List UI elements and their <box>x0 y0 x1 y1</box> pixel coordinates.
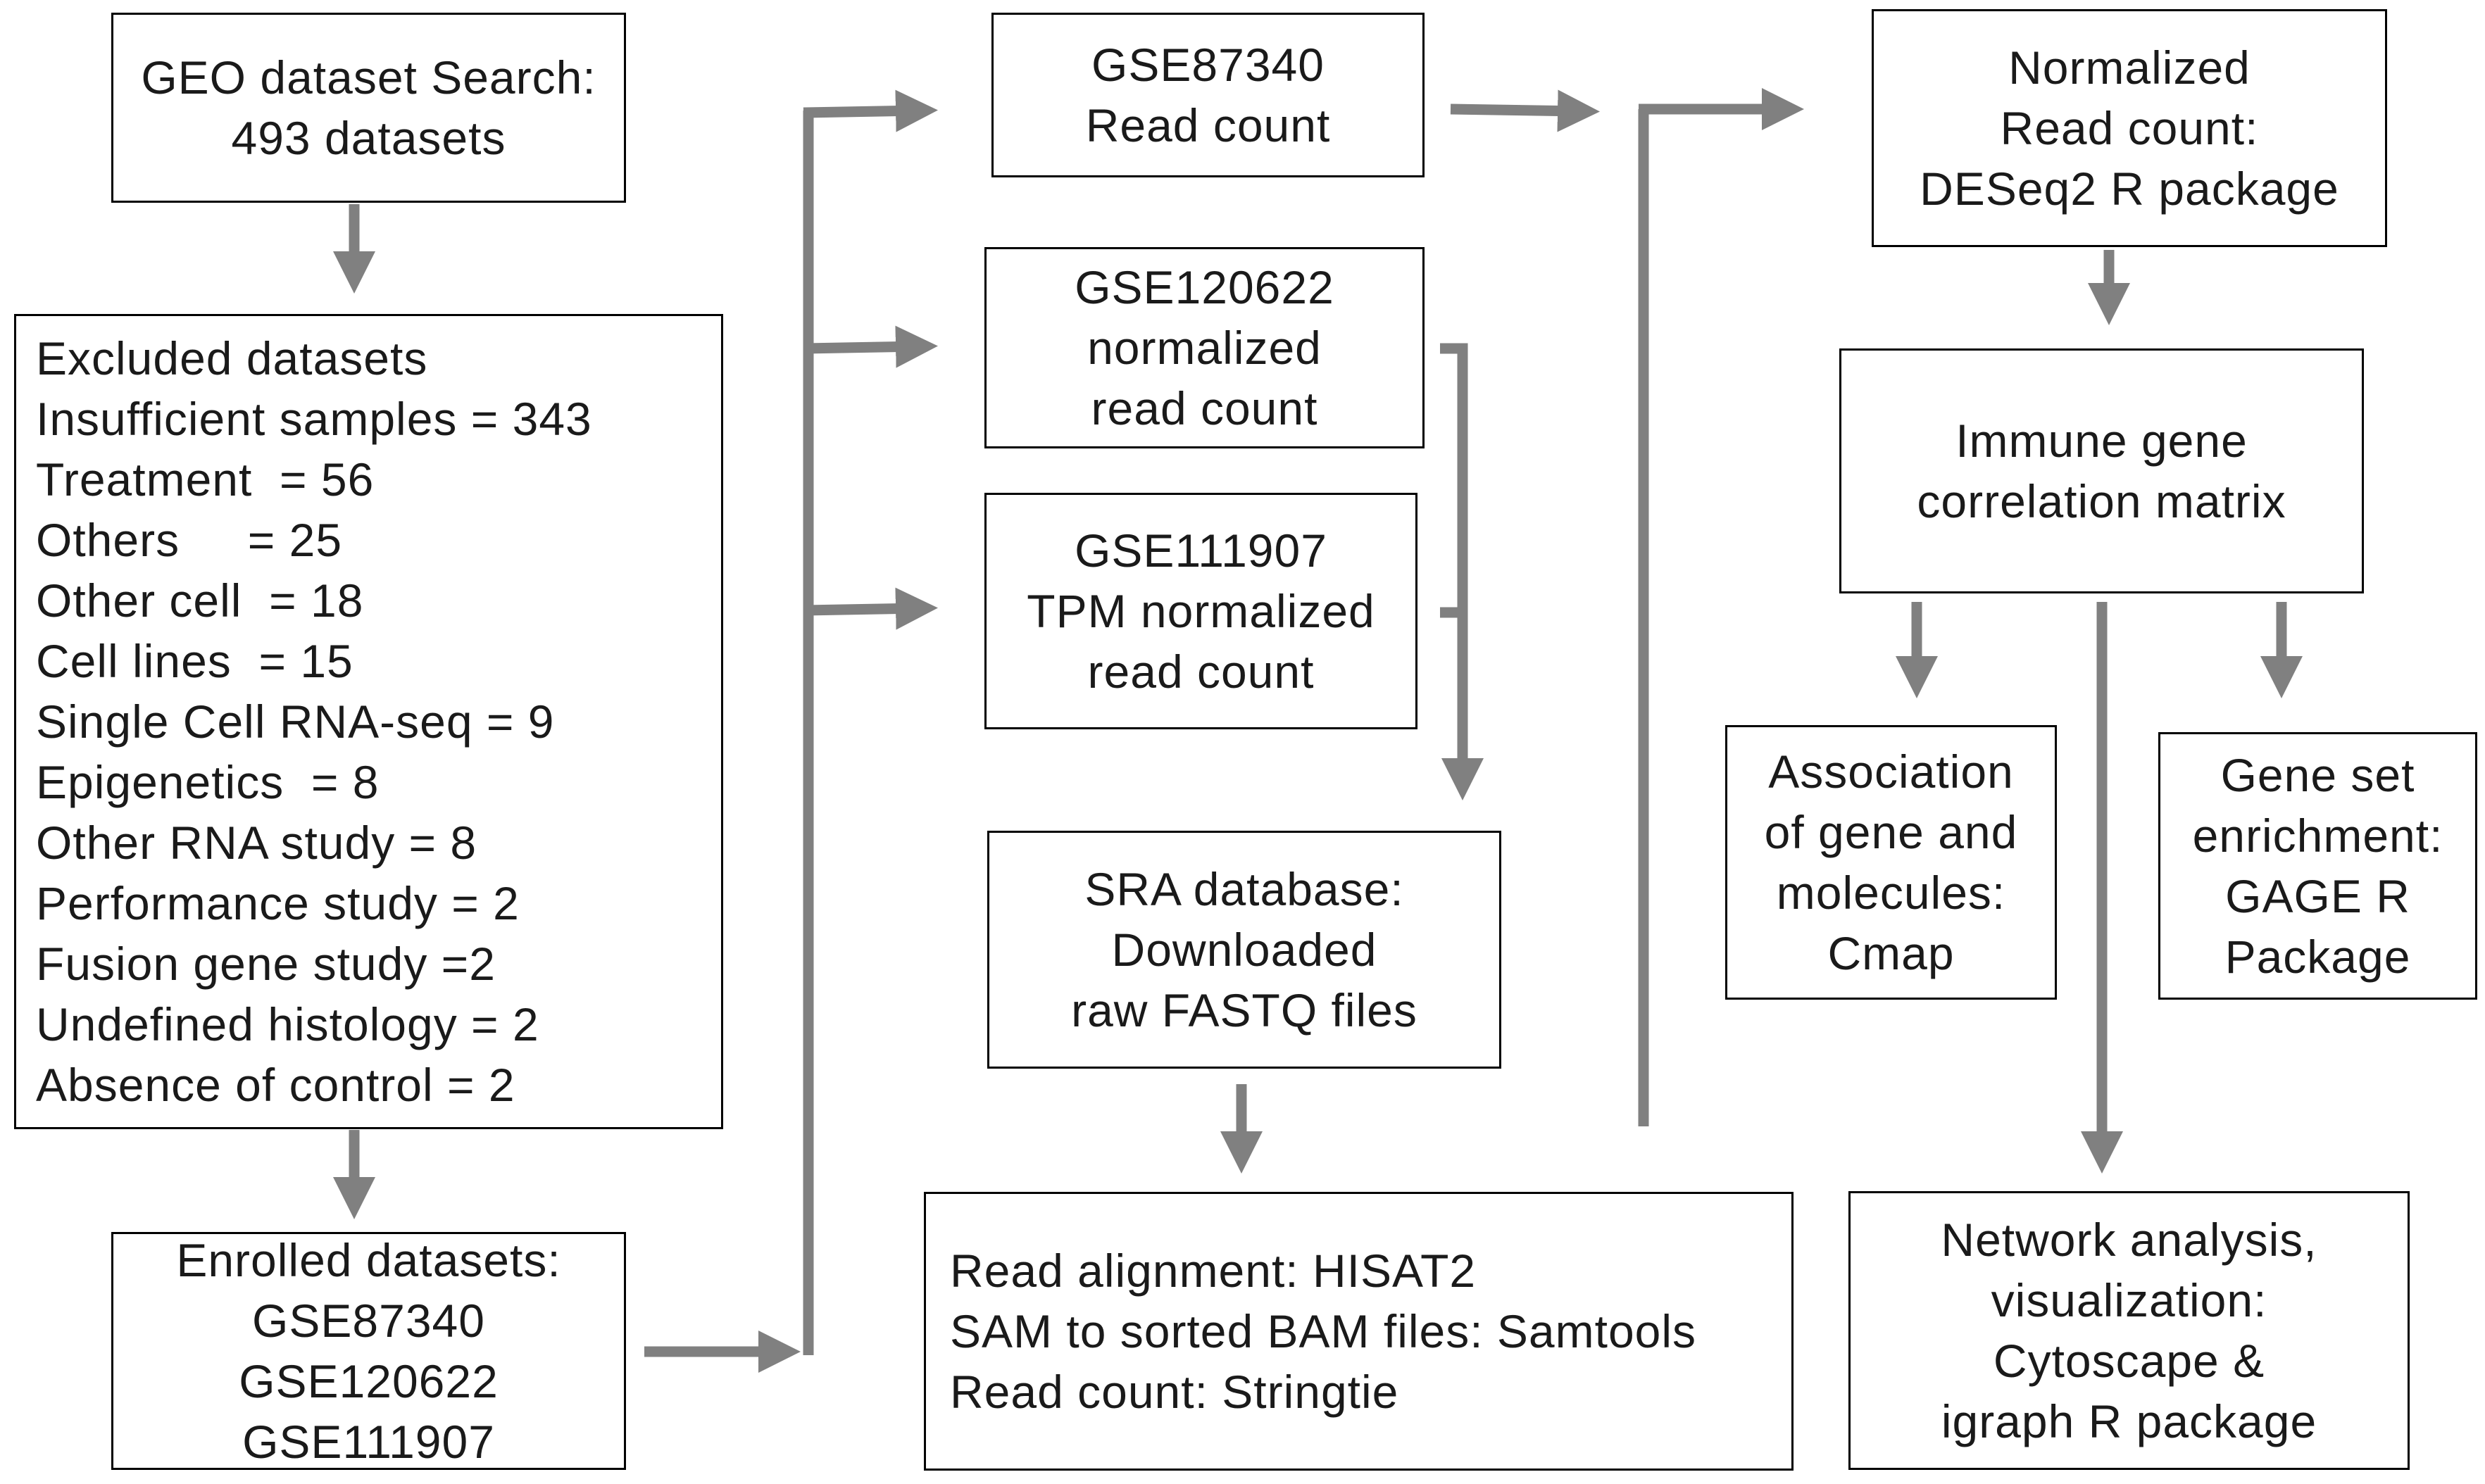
cmap-line-4: Cmap <box>1827 927 1955 979</box>
excluded-line-2: Insufficient samples = 343 <box>36 393 592 445</box>
excluded-line-13: Absence of control = 2 <box>36 1059 515 1111</box>
geo-search-box: GEO dataset Search: 493 datasets <box>111 13 626 203</box>
normalized-line-2: Read count: <box>2000 102 2259 154</box>
cmap-line-3: molecules: <box>1776 867 2006 919</box>
read-alignment-box: Read alignment: HISAT2 SAM to sorted BAM… <box>924 1192 1794 1471</box>
gse111907-line-2: TPM normalized <box>1027 585 1375 637</box>
excluded-line-5: Other cell = 18 <box>36 574 364 627</box>
excluded-line-1: Excluded datasets <box>36 332 428 384</box>
cmap-line-2: of gene and <box>1764 806 2018 858</box>
alignment-line-2: SAM to sorted BAM files: Samtools <box>950 1305 1697 1357</box>
enrolled-line-3: GSE120622 <box>239 1355 499 1407</box>
arrow-gse87340-to-bracket <box>1450 89 1600 132</box>
gse120622-line-2: normalized <box>1087 322 1322 374</box>
gse111907-line-1: GSE111907 <box>1075 524 1327 577</box>
excluded-line-11: Fusion gene study =2 <box>36 938 496 990</box>
gse87340-line-2: Read count <box>1085 99 1331 151</box>
cmap-line-1: Association <box>1768 746 2014 798</box>
arrow-bracket-to-gse111907 <box>803 587 938 630</box>
excluded-line-4: Others = 25 <box>36 514 343 566</box>
immune-matrix-line-1: Immune gene <box>1955 415 2248 467</box>
gse111907-line-3: read count <box>1087 646 1315 698</box>
sra-line-1: SRA database: <box>1084 863 1404 915</box>
gage-enrichment-box: Gene set enrichment: GAGE R Package <box>2158 732 2477 1000</box>
normalized-line-1: Normalized <box>2008 42 2251 94</box>
excluded-line-8: Epigenetics = 8 <box>36 756 380 808</box>
network-line-4: igraph R package <box>1941 1395 2317 1447</box>
enrolled-datasets-box: Enrolled datasets: GSE87340 GSE120622 GS… <box>111 1232 626 1470</box>
enrolled-line-4: GSE111907 <box>242 1416 495 1468</box>
excluded-line-9: Other RNA study = 8 <box>36 817 477 869</box>
gse111907-box: GSE111907 TPM normalized read count <box>984 493 1417 729</box>
network-line-1: Network analysis, <box>1941 1214 2317 1266</box>
immune-correlation-matrix-box: Immune gene correlation matrix <box>1839 348 2364 593</box>
geo-search-line-2: 493 datasets <box>231 112 506 164</box>
cmap-association-box: Association of gene and molecules: Cmap <box>1725 725 2057 1000</box>
network-line-3: Cytoscape & <box>1993 1335 2265 1387</box>
alignment-line-1: Read alignment: HISAT2 <box>950 1245 1477 1297</box>
network-analysis-box: Network analysis, visualization: Cytosca… <box>1848 1191 2410 1470</box>
sra-line-3: raw FASTQ files <box>1071 984 1417 1036</box>
network-line-2: visualization: <box>1991 1274 2267 1326</box>
gse120622-line-1: GSE120622 <box>1075 261 1334 313</box>
arrow-bracket-to-gse87340 <box>803 89 938 132</box>
excluded-line-3: Treatment = 56 <box>36 453 375 505</box>
excluded-datasets-box: Excluded datasets Insufficient samples =… <box>14 314 723 1129</box>
gse87340-line-1: GSE87340 <box>1091 39 1325 91</box>
gage-line-4: Package <box>2224 931 2411 983</box>
geo-search-line-1: GEO dataset Search: <box>141 51 596 103</box>
enrolled-line-2: GSE87340 <box>252 1295 485 1347</box>
gse120622-line-3: read count <box>1091 382 1318 434</box>
immune-matrix-line-2: correlation matrix <box>1917 475 2286 527</box>
gage-line-3: GAGE R <box>2225 870 2410 922</box>
excluded-line-12: Undefined histology = 2 <box>36 998 539 1050</box>
sra-database-box: SRA database: Downloaded raw FASTQ files <box>987 831 1501 1069</box>
normalized-line-3: DESeq2 R package <box>1920 163 2339 215</box>
sra-line-2: Downloaded <box>1111 924 1377 976</box>
gage-line-1: Gene set <box>2220 749 2415 801</box>
alignment-line-3: Read count: Stringtie <box>950 1366 1399 1418</box>
excluded-line-7: Single Cell RNA-seq = 9 <box>36 696 555 748</box>
normalized-read-count-box: Normalized Read count: DESeq2 R package <box>1872 9 2387 247</box>
excluded-line-10: Performance study = 2 <box>36 877 520 929</box>
excluded-line-6: Cell lines = 15 <box>36 635 353 687</box>
gse120622-box: GSE120622 normalized read count <box>984 247 1425 448</box>
enrolled-line-1: Enrolled datasets: <box>176 1234 561 1286</box>
gse87340-box: GSE87340 Read count <box>991 13 1425 177</box>
gage-line-2: enrichment: <box>2192 810 2443 862</box>
arrow-bracket-to-gse120622 <box>803 325 938 368</box>
